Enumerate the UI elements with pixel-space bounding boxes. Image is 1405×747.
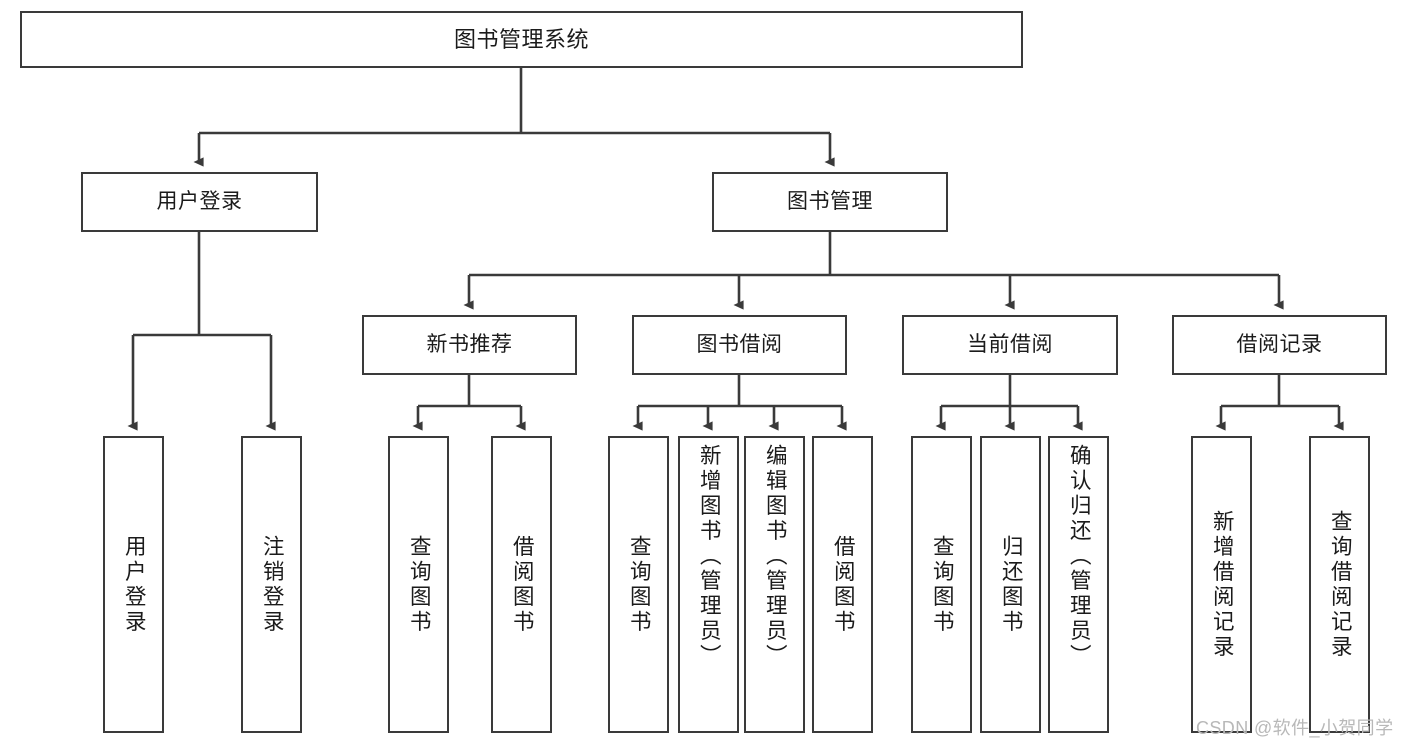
node-label: 查询借阅记录: [1328, 509, 1353, 660]
leaf-recommend-query-book[interactable]: 查询图书: [388, 436, 449, 733]
leaf-current-query-book[interactable]: 查询图书: [911, 436, 972, 733]
node-borrow-record[interactable]: 借阅记录: [1172, 315, 1387, 375]
leaf-borrow-add-book-admin[interactable]: 新增图书（管理员）: [678, 436, 739, 733]
leaf-current-confirm-return-admin[interactable]: 确认归还（管理员）: [1048, 436, 1109, 733]
leaf-user-login-logout[interactable]: 注销登录: [241, 436, 302, 733]
csdn-watermark: CSDN @软件_小贺同学: [1196, 718, 1394, 738]
leaf-borrow-borrow-book[interactable]: 借阅图书: [812, 436, 873, 733]
node-label: 查询图书: [930, 534, 955, 635]
node-user-login[interactable]: 用户登录: [81, 172, 318, 232]
leaf-user-login-login[interactable]: 用户登录: [103, 436, 164, 733]
leaf-recommend-borrow-book[interactable]: 借阅图书: [491, 436, 552, 733]
node-label: 查询图书: [627, 534, 652, 635]
node-new-book-recommend[interactable]: 新书推荐: [362, 315, 577, 375]
node-label: 用户登录: [122, 534, 147, 635]
leaf-borrow-query-book[interactable]: 查询图书: [608, 436, 669, 733]
node-label: 新增图书（管理员）: [697, 444, 722, 669]
node-label: 查询图书: [407, 534, 432, 635]
leaf-record-query-record[interactable]: 查询借阅记录: [1309, 436, 1370, 733]
node-label: 归还图书: [999, 534, 1024, 635]
node-label: 新书推荐: [426, 332, 513, 356]
node-label: 借阅记录: [1236, 332, 1323, 356]
node-label: 图书管理系统: [453, 26, 589, 52]
node-label: 当前借阅: [967, 332, 1053, 356]
node-root-system[interactable]: 图书管理系统: [20, 11, 1023, 68]
node-label: 图书借阅: [696, 332, 783, 356]
node-label: 图书管理: [787, 189, 873, 213]
node-label: 用户登录: [156, 189, 243, 213]
leaf-record-add-record[interactable]: 新增借阅记录: [1191, 436, 1252, 733]
node-label: 注销登录: [260, 534, 285, 635]
node-book-borrow[interactable]: 图书借阅: [632, 315, 847, 375]
node-label: 编辑图书（管理员）: [763, 444, 788, 669]
node-current-borrow[interactable]: 当前借阅: [902, 315, 1118, 375]
leaf-borrow-edit-book-admin[interactable]: 编辑图书（管理员）: [744, 436, 805, 733]
node-label: 借阅图书: [510, 534, 535, 635]
node-label: 新增借阅记录: [1210, 509, 1235, 660]
node-book-management[interactable]: 图书管理: [712, 172, 948, 232]
leaf-current-return-book[interactable]: 归还图书: [980, 436, 1041, 733]
node-label: 借阅图书: [831, 534, 856, 635]
node-label: 确认归还（管理员）: [1067, 444, 1092, 669]
